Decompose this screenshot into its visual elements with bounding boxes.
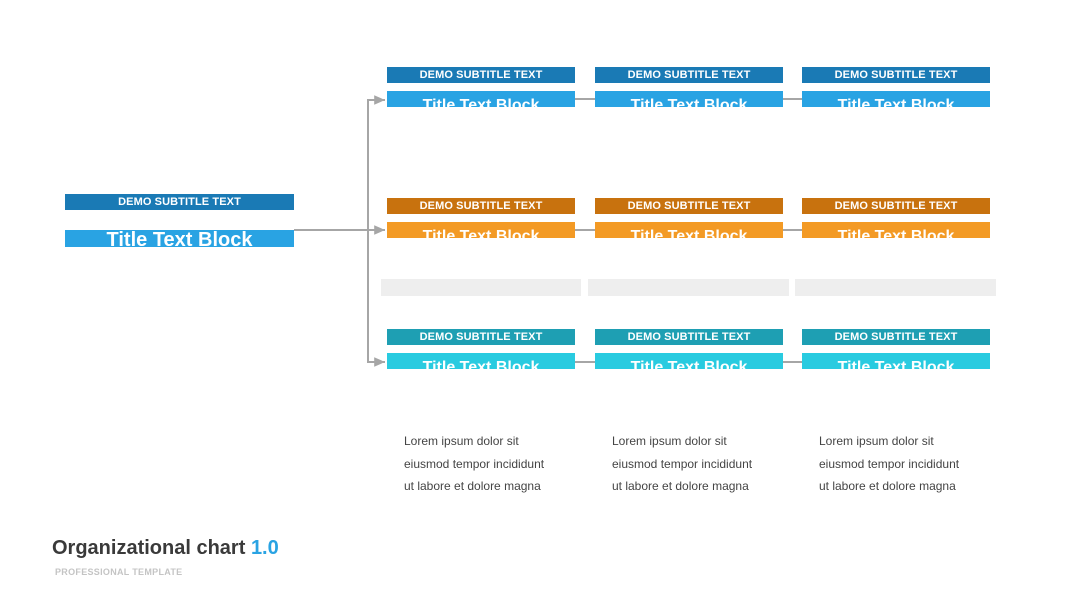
root-to-row-teal-connector: [367, 230, 385, 367]
column-description-2: Lorem ipsum dolor sit eiusmod tempor inc…: [612, 434, 753, 493]
node-subtitle: DEMO SUBTITLE TEXT: [387, 67, 575, 83]
slide-title-text: Organizational chart: [52, 537, 246, 559]
node-subtitle: DEMO SUBTITLE TEXT: [802, 198, 990, 214]
row-separator-3: [795, 279, 996, 296]
node-subtitle: DEMO SUBTITLE TEXT: [595, 329, 783, 345]
row-teal-node-1[interactable]: DEMO SUBTITLE TEXT Title Text Block: [387, 329, 575, 370]
row-separator-2: [588, 279, 789, 296]
column-description-1: Lorem ipsum dolor sit eiusmod tempor inc…: [404, 434, 545, 493]
root-node[interactable]: DEMO SUBTITLE TEXT Title Text Block: [65, 194, 294, 247]
row-separator-1: [381, 279, 581, 296]
node-subtitle: DEMO SUBTITLE TEXT: [387, 198, 575, 214]
node-title: Title Text Block: [802, 353, 990, 369]
node-title: Title Text Block: [802, 222, 990, 238]
slide-title-version: 1.0: [250, 537, 279, 559]
row-orange-node-1[interactable]: DEMO SUBTITLE TEXT Title Text Block: [387, 198, 575, 238]
root-to-row-blue-connector: [294, 95, 385, 231]
node-subtitle: DEMO SUBTITLE TEXT: [595, 198, 783, 214]
row-orange-node-2[interactable]: DEMO SUBTITLE TEXT Title Text Block: [595, 198, 783, 238]
row-blue-node-1[interactable]: DEMO SUBTITLE TEXT Title Text Block: [387, 67, 575, 107]
row-teal-node-3[interactable]: DEMO SUBTITLE TEXT Title Text Block: [802, 329, 990, 370]
node-title: Title Text Block: [387, 91, 575, 107]
row-blue-node-3[interactable]: DEMO SUBTITLE TEXT Title Text Block: [802, 67, 990, 107]
slide-title: Organizational chart 1.0: [52, 537, 279, 560]
node-subtitle: DEMO SUBTITLE TEXT: [802, 329, 990, 345]
column-description-3: Lorem ipsum dolor sit eiusmod tempor inc…: [819, 434, 960, 493]
node-title: Title Text Block: [595, 353, 783, 369]
root-node-title: Title Text Block: [65, 230, 294, 247]
slide-subtitle: PROFESSIONAL TEMPLATE: [55, 567, 183, 577]
row-teal-node-2[interactable]: DEMO SUBTITLE TEXT Title Text Block: [595, 329, 783, 370]
node-title: Title Text Block: [802, 91, 990, 107]
node-title: Title Text Block: [387, 222, 575, 238]
node-title: Title Text Block: [595, 222, 783, 238]
node-title: Title Text Block: [387, 353, 575, 369]
root-node-subtitle: DEMO SUBTITLE TEXT: [65, 194, 294, 210]
node-subtitle: DEMO SUBTITLE TEXT: [595, 67, 783, 83]
row-orange-node-3[interactable]: DEMO SUBTITLE TEXT Title Text Block: [802, 198, 990, 238]
node-subtitle: DEMO SUBTITLE TEXT: [387, 329, 575, 345]
row-blue-node-2[interactable]: DEMO SUBTITLE TEXT Title Text Block: [595, 67, 783, 107]
node-title: Title Text Block: [595, 91, 783, 107]
node-subtitle: DEMO SUBTITLE TEXT: [802, 67, 990, 83]
